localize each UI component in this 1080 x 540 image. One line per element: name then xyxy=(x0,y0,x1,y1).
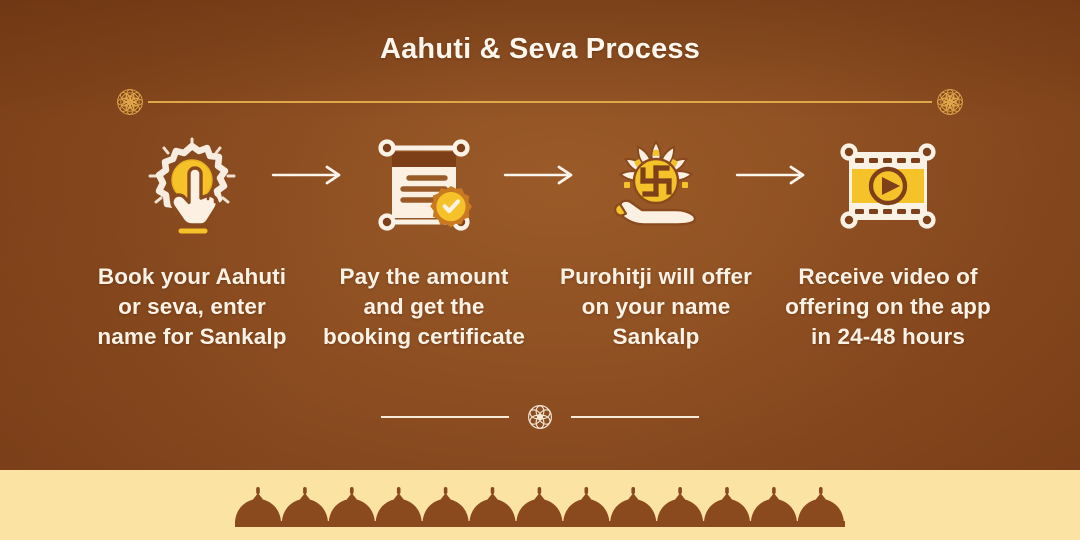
tap-hand-sun-icon xyxy=(142,134,242,238)
film-strip-play-icon xyxy=(835,134,941,238)
process-step-label: Book your Aahuti or seva, enter name for… xyxy=(97,264,287,350)
top-ornamental-rule xyxy=(112,84,968,120)
flower-rosette-icon xyxy=(523,400,557,434)
process-step-label: Pay the amount and get the booking certi… xyxy=(323,264,525,350)
process-step-label: Purohitji will offer on your name Sankal… xyxy=(560,264,752,350)
hand-lotus-swastika-icon xyxy=(602,134,710,238)
process-step-4: Receive video of offering on the app in … xyxy=(772,134,1004,352)
bottom-ornamental-divider xyxy=(0,400,1080,434)
top-rule-line xyxy=(148,101,932,103)
process-step-2: Pay the amount and get the booking certi… xyxy=(308,134,540,352)
background-top-shade xyxy=(0,0,1080,120)
page-title: Aahuti & Seva Process xyxy=(379,33,701,65)
footer-band xyxy=(0,470,1080,540)
process-step-3: Purohitji will offer on your name Sankal… xyxy=(540,134,772,352)
divider-line-left xyxy=(381,416,509,418)
divider-line-right xyxy=(571,416,699,418)
process-steps: Book your Aahuti or seva, enter name for… xyxy=(0,134,1080,352)
mandala-medallion-icon xyxy=(932,84,968,120)
temple-dome-border-icon xyxy=(235,487,845,527)
certificate-seal-icon xyxy=(371,134,477,238)
process-step-1: Book your Aahuti or seva, enter name for… xyxy=(76,134,308,352)
process-step-label: Receive video of offering on the app in … xyxy=(785,264,991,350)
mandala-medallion-icon xyxy=(112,84,148,120)
